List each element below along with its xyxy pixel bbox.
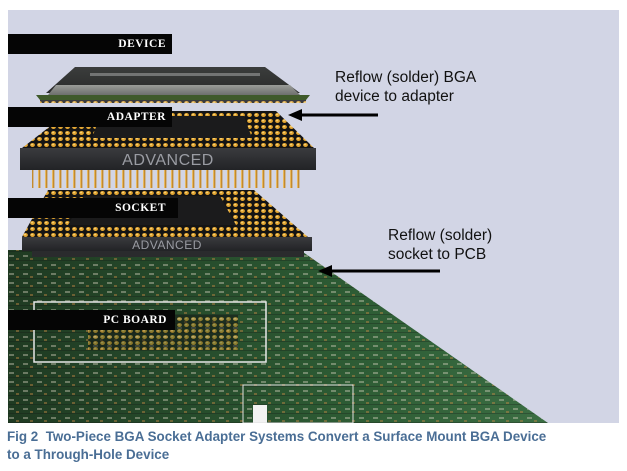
annotation-line: socket to PCB (388, 246, 487, 263)
device-edge (48, 85, 300, 95)
adapter-label-text: ADAPTER (106, 111, 166, 123)
pcb-footprint-outline (33, 301, 267, 363)
arrow-device-to-adapter (288, 109, 378, 121)
figure-illustration: ADVANCED ADVANCED DEVI (8, 10, 619, 423)
socket-brand-mark: ADVANCED (132, 238, 202, 252)
arrow-socket-to-pcb (318, 265, 440, 277)
annotation-line: Reflow (solder) BGA (335, 69, 477, 86)
socket-label-text: SOCKET (115, 202, 166, 214)
caption-line-2: to a Through-Hole Device (7, 447, 170, 462)
socket-body (22, 237, 312, 251)
annotation-socket-to-pcb: Reflow (solder) socket to PCB (388, 226, 492, 264)
caption-line-1: Fig 2 Two-Piece BGA Socket Adapter Syste… (7, 429, 547, 444)
pcb-traces (8, 250, 548, 423)
adapter-pin-legs (32, 170, 302, 188)
annotation-line: device to adapter (335, 88, 454, 105)
socket-label: SOCKET (8, 198, 178, 218)
device-substrate (36, 95, 310, 100)
left-arrow-icon (288, 109, 302, 121)
pc-board-label-text: PC BOARD (103, 314, 167, 326)
adapter-brand-mark: ADVANCED (122, 152, 214, 169)
pc-board (8, 250, 548, 423)
pcb-silkscreen-box (242, 384, 354, 423)
socket-base (32, 251, 304, 257)
pcb-white-slot (253, 405, 267, 423)
adapter-body (20, 148, 316, 170)
figure-caption: Fig 2 Two-Piece BGA Socket Adapter Syste… (7, 428, 622, 464)
device-solder-balls (40, 100, 306, 103)
device-marking (90, 73, 260, 76)
device-label-text: DEVICE (118, 38, 166, 50)
adapter-label: ADAPTER (8, 107, 172, 127)
device-label: DEVICE (8, 34, 172, 54)
bga-device (36, 67, 310, 103)
left-arrow-icon (318, 265, 332, 277)
annotation-device-to-adapter: Reflow (solder) BGA device to adapter (335, 68, 476, 106)
pc-board-label: PC BOARD (8, 310, 175, 330)
annotation-line: Reflow (solder) (388, 227, 493, 244)
